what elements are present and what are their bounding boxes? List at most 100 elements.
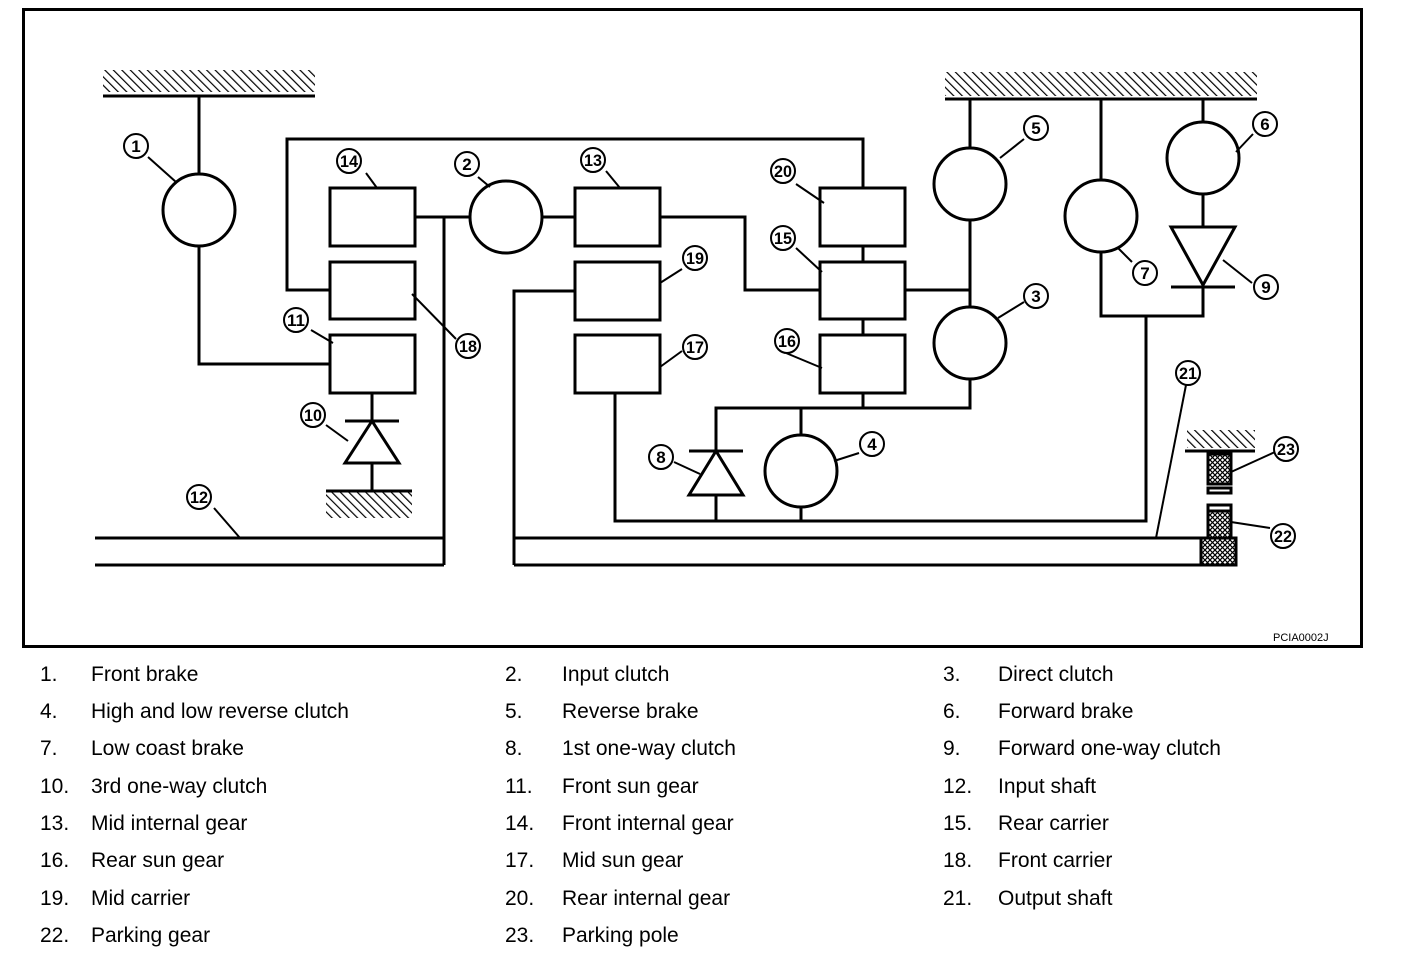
figure-code: PCIA0002J [1273,632,1329,644]
legend-number: 21. [943,887,973,910]
legend-number: 17. [505,849,535,872]
forward-one-way-clutch-symbol [1168,225,1238,289]
legend-number: 12. [943,775,973,798]
legend-label: Forward one-way clutch [998,737,1221,760]
legend-number: 7. [40,737,58,760]
legend-number: 1. [40,663,58,686]
rear-internal-gear-box [818,186,907,248]
callout-21: 21 [1175,360,1201,386]
legend-number: 9. [943,737,961,760]
callout-20: 20 [770,158,796,184]
legend-label: Mid internal gear [91,812,248,835]
legend-number: 22. [40,924,70,947]
legend-number: 18. [943,849,973,872]
callout-15: 15 [770,225,796,251]
callout-number: 16 [778,332,796,351]
callout-number: 20 [774,162,792,181]
legend-number: 19. [40,887,70,910]
callout-number: 19 [686,249,704,268]
legend-number: 2. [505,663,523,686]
callout-number: 22 [1274,527,1292,546]
legend-number: 13. [40,812,70,835]
rear-carrier-box [818,260,907,321]
callout-number: 15 [774,229,792,248]
high-low-reverse-clutch-circle [763,433,839,509]
callout-number: 11 [287,311,305,330]
callout-4: 4 [859,431,885,457]
callout-number: 3 [1031,287,1040,306]
legend-number: 11. [505,775,533,798]
legend-label: Front sun gear [562,775,699,798]
legend-label: High and low reverse clutch [91,700,349,723]
ground-bottom-left [326,492,412,518]
legend-label: Parking gear [91,924,211,947]
callout-number: 12 [190,488,208,507]
ground-top-left [103,70,315,92]
legend-label: Mid sun gear [562,849,684,872]
input-clutch-circle [468,179,544,255]
mid-sun-gear-box [573,333,662,395]
callout-number: 10 [304,406,322,425]
legend-label: Direct clutch [998,663,1114,686]
legend-number: 8. [505,737,523,760]
legend-label: 1st one-way clutch [562,737,736,760]
legend-label: Mid carrier [91,887,191,910]
callout-3: 3 [1023,283,1049,309]
callout-number: 2 [462,155,471,174]
legend-label: Front brake [91,663,199,686]
callout-14: 14 [336,148,362,174]
legend-label: Front carrier [998,849,1113,872]
callout-number: 5 [1031,119,1040,138]
callout-number: 7 [1140,264,1149,283]
legend-number: 5. [505,700,523,723]
rear-sun-gear-box [818,333,907,395]
callout-9: 9 [1253,274,1279,300]
legend-label: Rear internal gear [562,887,731,910]
callout-number: 21 [1179,364,1197,383]
diagram-frame [22,8,1363,648]
ground-parking [1187,430,1255,448]
callout-2: 2 [454,151,480,177]
legend-label: Input clutch [562,663,670,686]
callout-19: 19 [682,245,708,271]
legend-label: Front internal gear [562,812,734,835]
legend-number: 16. [40,849,70,872]
callout-number: 13 [584,151,602,170]
input-shaft [95,536,444,567]
legend-label: Rear sun gear [91,849,225,872]
legend-number: 4. [40,700,58,723]
callout-23: 23 [1273,436,1299,462]
legend-label: Low coast brake [91,737,244,760]
callout-number: 4 [867,435,877,454]
low-coast-brake-circle [1063,178,1139,254]
callout-number: 6 [1260,115,1269,134]
forward-brake-circle [1165,120,1241,196]
callout-number: 14 [340,152,359,171]
legend-label: Parking pole [562,924,679,947]
legend-number: 6. [943,700,961,723]
callout-18: 18 [455,333,481,359]
callout-10: 10 [300,402,326,428]
legend-number: 10. [40,775,70,798]
legend-number: 3. [943,663,961,686]
legend-label: Input shaft [998,775,1097,798]
callout-number: 18 [459,337,477,356]
callout-13: 13 [580,147,606,173]
parking-pole [1206,452,1233,486]
callout-number: 17 [686,338,704,357]
callout-7: 7 [1132,260,1158,286]
callout-16: 16 [774,328,800,354]
callout-8: 8 [648,444,674,470]
mid-internal-gear-box [573,186,662,248]
callout-5: 5 [1023,115,1049,141]
callout-22: 22 [1270,523,1296,549]
legend-label: Rear carrier [998,812,1109,835]
callout-6: 6 [1252,111,1278,137]
callout-1: 1 [123,133,149,159]
3rd-one-way-clutch-symbol [342,418,402,465]
legend-number: 14. [505,812,535,835]
legend-number: 20. [505,887,535,910]
callout-12: 12 [186,484,212,510]
legend-label: Reverse brake [562,700,699,723]
output-shaft [514,536,1201,567]
